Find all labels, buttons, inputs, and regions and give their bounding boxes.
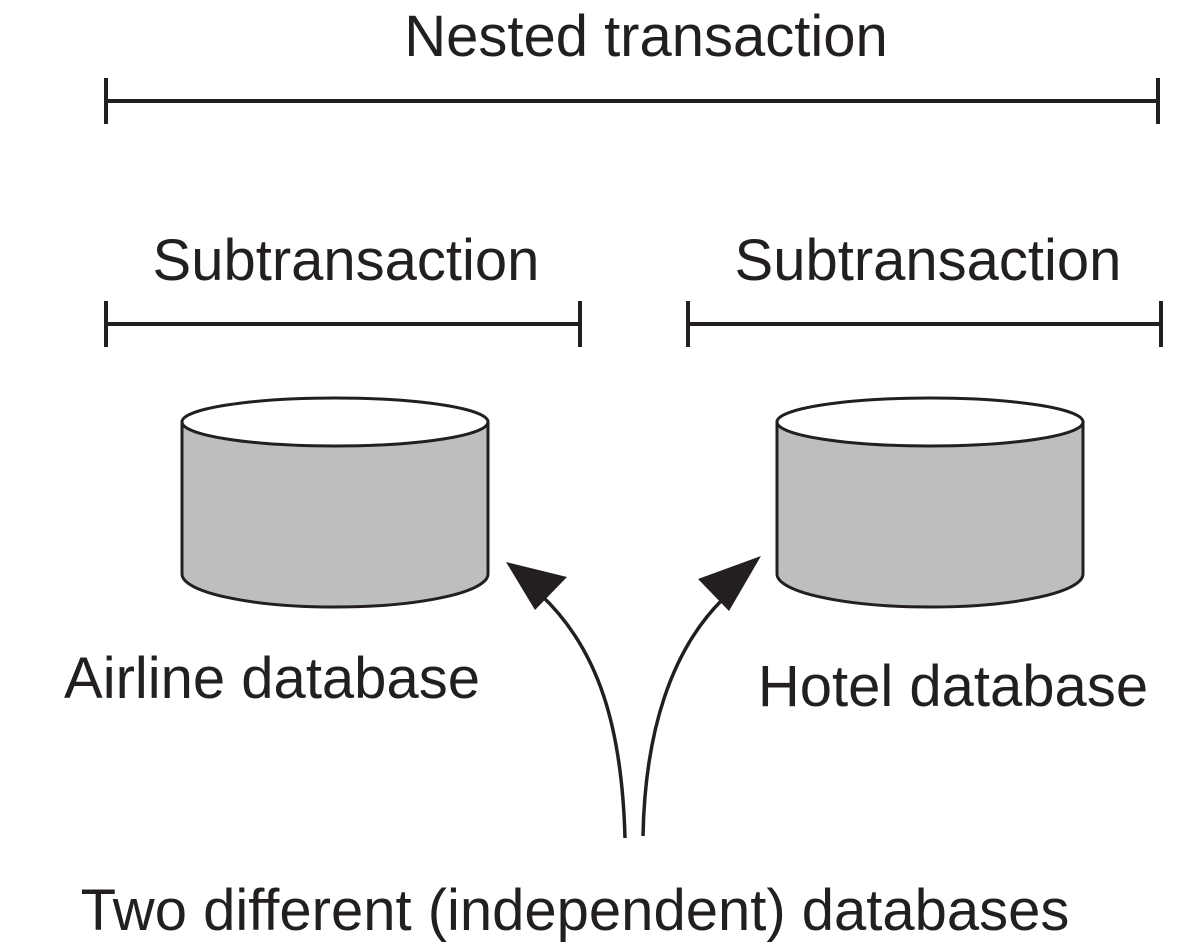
subtransaction-left-bracket [104, 301, 582, 347]
airline-database-icon [180, 396, 490, 609]
airline-database-label: Airline database [64, 646, 480, 711]
arrow-to-hotel-database [641, 556, 761, 837]
hotel-database-icon [775, 396, 1085, 609]
subtransaction-right-bracket [686, 301, 1163, 347]
nested-transaction-bracket [104, 78, 1160, 124]
databases-caption: Two different (independent) databases [81, 878, 1070, 943]
nested-transaction-label: Nested transaction [404, 4, 888, 69]
subtransaction-left-label: Subtransaction [153, 228, 540, 293]
subtransaction-right-label: Subtransaction [735, 228, 1122, 293]
arrow-to-airline-database [506, 562, 627, 839]
hotel-database-label: Hotel database [758, 654, 1148, 719]
